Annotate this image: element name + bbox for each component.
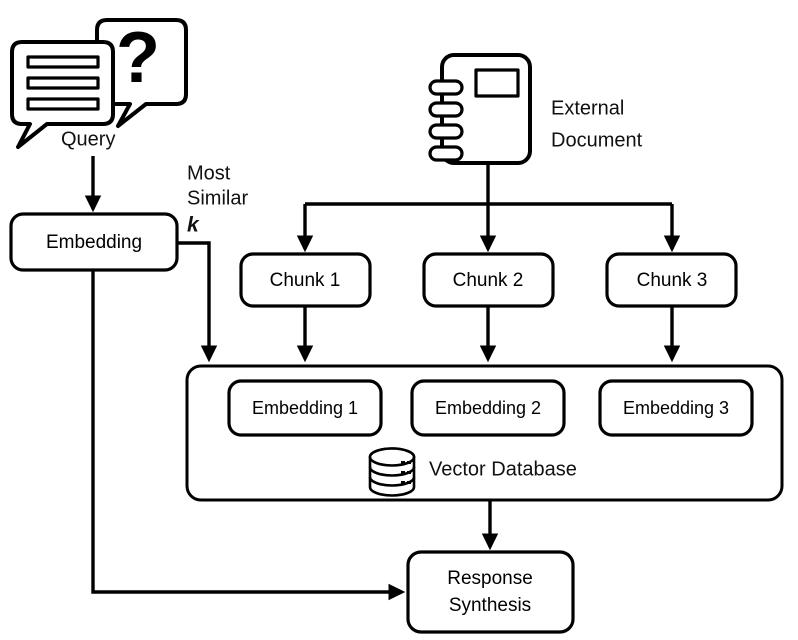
database-dash-2a [401, 471, 405, 474]
external-document-label-line1: External [551, 97, 624, 119]
notebook-ring-2 [428, 101, 464, 118]
k-label: k [187, 214, 200, 237]
query-bubbles-icon: ? [10, 18, 188, 149]
bubble-text-line-1 [26, 55, 100, 69]
database-cylinder-icon [368, 447, 416, 497]
notebook-ring-3 [428, 123, 464, 140]
node-embedding[interactable]: Embedding [9, 212, 179, 272]
external-document-label-line2: Document [551, 129, 643, 151]
chunk-1-label: Chunk 1 [270, 270, 341, 291]
response-synthesis-label-line1: Response [447, 568, 533, 589]
database-divider-1 [368, 466, 416, 477]
embedding-1-box-shape [227, 379, 383, 437]
notebook-icon [428, 53, 532, 165]
embedding-1-label: Embedding 1 [252, 398, 358, 418]
vector-database-container[interactable]: Embedding 1 Embedding 2 Embedding 3 [185, 364, 784, 502]
vector-database-label: Vector Database [429, 458, 577, 480]
edge-embedding-to-vectordb [177, 241, 218, 363]
embedding-box-label: Embedding [46, 232, 142, 253]
node-chunk-3[interactable]: Chunk 3 [605, 252, 738, 308]
question-mark-glyph: ? [116, 18, 160, 98]
embedding-2-box-shape [410, 379, 566, 437]
chunk-3-label: Chunk 3 [637, 270, 708, 291]
node-embedding-2[interactable]: Embedding 2 [410, 379, 566, 437]
bubble-text-line-2 [26, 76, 100, 90]
database-dash-1a [401, 461, 405, 464]
question-bubble-shape [95, 18, 188, 128]
response-synthesis-box-shape [406, 550, 575, 634]
embedding-3-label: Embedding 3 [623, 398, 729, 418]
edge-embedding-to-response [91, 271, 406, 601]
node-chunk-2[interactable]: Chunk 2 [422, 252, 555, 308]
chunk-2-label: Chunk 2 [453, 270, 524, 291]
embedding-3-box-shape [598, 379, 754, 437]
notebook-label-box [474, 68, 520, 98]
database-dash-2b [407, 471, 411, 474]
node-chunk-1[interactable]: Chunk 1 [239, 252, 372, 308]
response-synthesis-label-line2: Synthesis [449, 595, 531, 616]
database-dash-3a [401, 481, 405, 484]
bubble-text-line-3 [26, 97, 100, 111]
database-dash-3b [407, 481, 411, 484]
node-embedding-3[interactable]: Embedding 3 [598, 379, 754, 437]
similar-label: Similar [187, 187, 248, 209]
database-dash-1b [407, 461, 411, 464]
database-divider-2 [368, 476, 416, 487]
query-label: Query [61, 128, 115, 150]
most-label: Most [187, 162, 231, 184]
notebook-ring-4 [428, 145, 464, 162]
node-embedding-1[interactable]: Embedding 1 [227, 379, 383, 437]
embedding-2-label: Embedding 2 [435, 398, 541, 418]
node-response-synthesis[interactable]: Response Synthesis [406, 550, 575, 634]
notebook-ring-1 [428, 79, 464, 96]
